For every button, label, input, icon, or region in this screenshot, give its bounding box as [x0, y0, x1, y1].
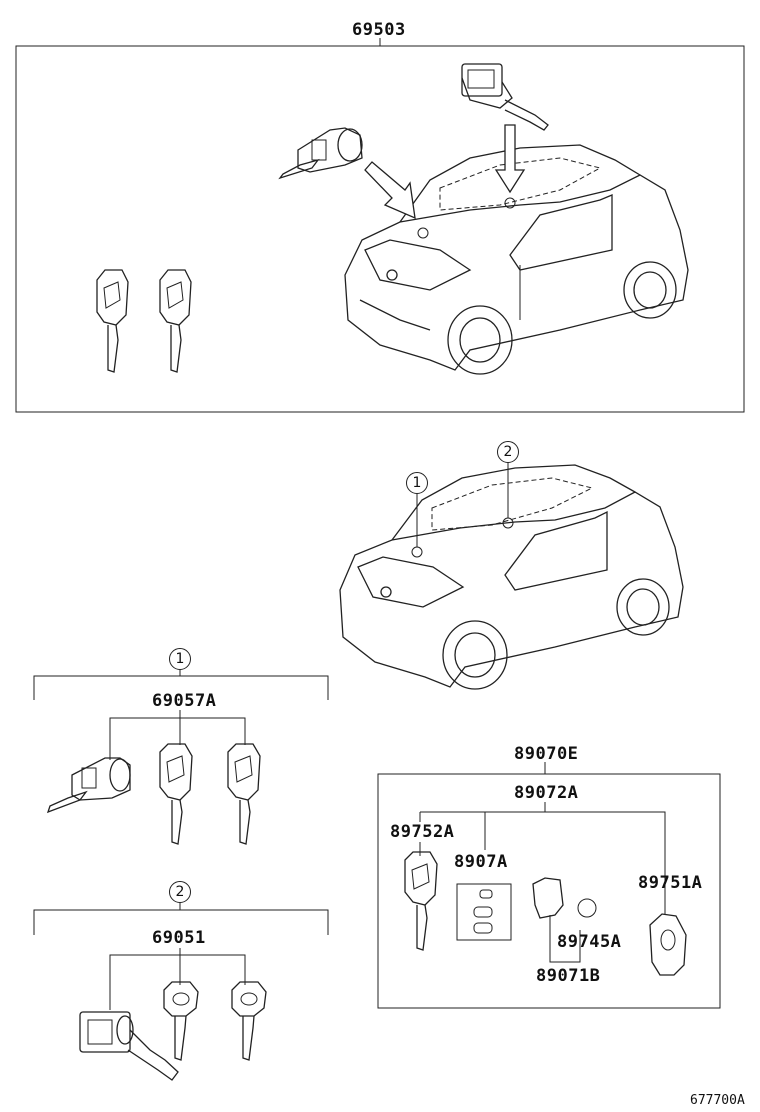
- figure-code: 677700A: [690, 1093, 745, 1108]
- part-number-transmitter-assy: 89070E: [514, 744, 579, 764]
- callout-1-set: 1: [169, 648, 191, 670]
- callout-2-set: 2: [169, 881, 191, 903]
- part-number-battery: 8907A: [454, 852, 508, 872]
- key-icon: [231, 981, 267, 1061]
- transmitter-icon: [649, 913, 687, 976]
- top-set-frame: [15, 38, 745, 413]
- set-1-bracket: [33, 670, 329, 760]
- part-number-transmitter-case: 89751A: [638, 873, 703, 893]
- callout-1: 1: [406, 472, 428, 494]
- key-icon: [163, 981, 199, 1061]
- key-icon: [96, 269, 129, 373]
- part-number-key-blank: 89752A: [390, 822, 455, 842]
- door-lock-cylinder-icon: [278, 127, 363, 180]
- key-icon: [227, 743, 261, 845]
- battery-icon: [456, 883, 512, 941]
- key-icon: [404, 851, 438, 951]
- transmitter-icon: [532, 877, 597, 919]
- part-number-transmitter-sub: 89072A: [514, 783, 579, 803]
- set-2-bracket: [33, 902, 329, 1010]
- part-number-set: 69503: [352, 20, 406, 40]
- car-icon: [344, 144, 689, 375]
- key-icon: [159, 743, 193, 845]
- part-number-cylinder-set-1: 69057A: [152, 691, 217, 711]
- part-number-cylinder-set-2: 69051: [152, 928, 206, 948]
- key-icon: [159, 269, 192, 373]
- ignition-cylinder-icon: [461, 63, 549, 131]
- callout-2: 2: [497, 441, 519, 463]
- part-number-case-part: 89745A: [557, 932, 622, 952]
- car-icon: [339, 462, 684, 690]
- door-lock-cylinder-icon: [46, 757, 131, 814]
- transmitter-frame: [377, 762, 721, 1009]
- ignition-cylinder-icon: [79, 1011, 179, 1081]
- part-number-housing: 89071B: [536, 966, 601, 986]
- arrow-icon: [364, 124, 526, 220]
